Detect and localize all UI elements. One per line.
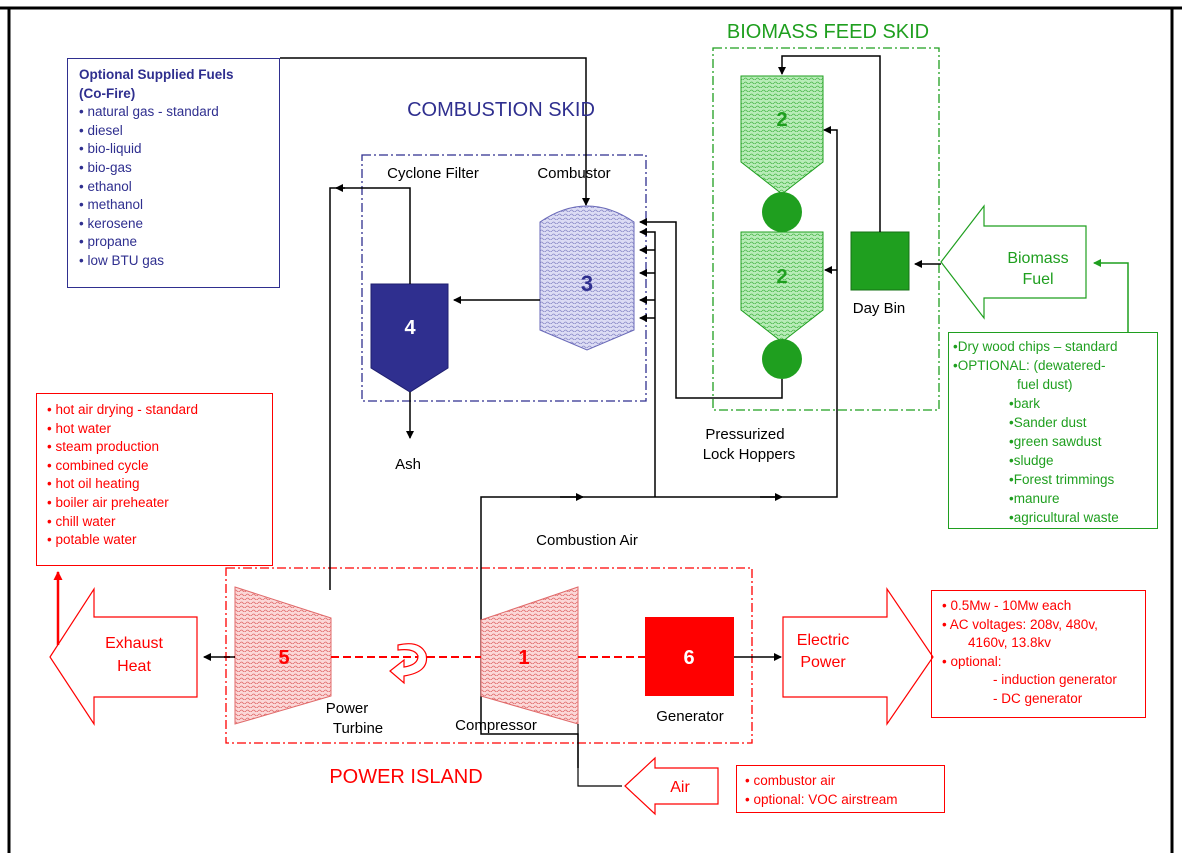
biomass-arrow-line1: Biomass — [1007, 250, 1068, 267]
fuel-item: • ethanol — [79, 178, 132, 194]
elec-spec-line: • 0.5Mw - 10Mw each — [942, 598, 1072, 613]
heat-use-item: • potable water — [47, 532, 137, 548]
exhaust-heat-arrow — [49, 586, 198, 727]
generator — [645, 617, 734, 696]
lock-hopper-lower — [740, 231, 824, 343]
elec-spec-line: 4160v, 13.8kv — [968, 635, 1052, 651]
fuel-item: • kerosene — [79, 215, 144, 231]
exhaust-arrow-line1: Exhaust — [105, 635, 163, 652]
elec-spec-line: - induction generator — [993, 672, 1117, 688]
fuels-title-line2: (Co-Fire) — [79, 85, 136, 101]
generator-number: 6 — [683, 647, 694, 669]
power-island-title: POWER ISLAND — [329, 766, 482, 788]
biomass-line: fuel dust) — [1017, 377, 1073, 392]
air-inlet-line — [577, 724, 622, 787]
biomass-line: •Dry wood chips – standard — [953, 339, 1118, 354]
rotation-symbol — [389, 643, 428, 685]
power-island-boundary — [225, 567, 753, 744]
heat-use-item: • hot water — [47, 420, 112, 436]
compressor-number: 1 — [518, 647, 529, 669]
cyclone-to-turbine-line — [329, 187, 411, 590]
cyclone-filter — [370, 283, 449, 393]
biomass-list-connector — [1093, 259, 1129, 332]
pressurized-label: Pressurized — [705, 426, 784, 443]
elec-spec-line: • optional: — [942, 653, 1002, 669]
turbine-label: Turbine — [333, 720, 383, 737]
fuel-item: • low BTU gas — [79, 252, 165, 268]
hopper-feed-line — [639, 218, 783, 399]
electric-arrow-line1: Electric — [797, 632, 849, 649]
lock-hoppers-label: Lock Hoppers — [703, 446, 796, 463]
turbine-number: 5 — [278, 647, 289, 669]
exhaust-arrow-line2: Heat — [117, 658, 151, 675]
biomass-fuel-types-box: •Dry wood chips – standard •OPTIONAL: (d… — [948, 332, 1158, 529]
combustion-air-riser — [639, 228, 656, 497]
hopper-lower-number: 2 — [776, 266, 787, 288]
air-inlet-arrow — [624, 756, 719, 816]
lock-hopper-upper — [740, 75, 824, 195]
electric-power-arrow — [782, 587, 934, 726]
combustor-number: 3 — [581, 271, 593, 296]
combustion-skid-title: COMBUSTION SKID — [407, 99, 595, 121]
air-arrow-label: Air — [670, 779, 690, 796]
page-frame — [0, 6, 1182, 853]
combustor-vessel — [539, 205, 635, 351]
electric-power-specs-box: • 0.5Mw - 10Mw each • AC voltages: 208v,… — [931, 590, 1146, 718]
heat-use-item: • chill water — [47, 513, 116, 529]
combustion-air-label: Combustion Air — [536, 532, 638, 549]
cyclone-filter-label: Cyclone Filter — [387, 165, 479, 182]
elec-spec-line: • AC voltages: 208v, 480v, — [942, 616, 1098, 632]
ash-label: Ash — [395, 456, 421, 473]
day-bin-label: Day Bin — [853, 300, 906, 317]
hopper-valve-upper — [762, 192, 802, 232]
biomass-arrow-line2: Fuel — [1022, 271, 1053, 288]
hopper-upper-number: 2 — [776, 109, 787, 131]
biomass-subitem: •bark — [1009, 396, 1040, 411]
heat-use-item: • combined cycle — [47, 457, 149, 473]
biomass-feed-skid-title: BIOMASS FEED SKID — [727, 21, 929, 43]
compressor-label: Compressor — [455, 717, 537, 734]
elec-spec-line: - DC generator — [993, 690, 1083, 706]
biomass-subitem: •Sander dust — [1009, 415, 1087, 430]
fuel-item: • natural gas - standard — [79, 104, 219, 120]
air-notes-box: • combustor air • optional: VOC airstrea… — [736, 765, 945, 813]
air-note: • optional: VOC airstream — [745, 791, 898, 807]
hopper-valve-lower — [762, 339, 802, 379]
combustion-skid-boundary — [361, 154, 647, 402]
fuels-title-line1: Optional Supplied Fuels — [79, 67, 234, 82]
cofire-fuels-box: Optional Supplied Fuels (Co-Fire) • natu… — [67, 58, 280, 288]
exhaust-heat-uses-box: • hot air drying - standard • hot water … — [36, 393, 273, 566]
biomass-subitem: •agricultural waste — [1009, 510, 1119, 525]
biomass-fuel-arrow — [940, 204, 1087, 320]
fuel-item: • bio-liquid — [79, 141, 142, 157]
cofire-fuel-line — [280, 57, 590, 206]
heat-use-item: • hot oil heating — [47, 476, 140, 492]
biomass-subitem: •manure — [1009, 491, 1060, 506]
power-label: Power — [326, 700, 369, 717]
cyclone-number: 4 — [404, 317, 416, 339]
biomass-line: •OPTIONAL: (dewatered- — [953, 358, 1106, 373]
day-bin — [850, 231, 910, 291]
day-bin-to-hopper-line — [778, 55, 881, 232]
electric-arrow-line2: Power — [800, 654, 846, 671]
heat-use-item: • hot air drying - standard — [47, 402, 199, 417]
heat-use-item: • steam production — [47, 439, 160, 455]
combustor-label: Combustor — [537, 165, 610, 182]
biomass-subitem: •Forest trimmings — [1009, 472, 1115, 487]
biomass-subitem: •sludge — [1009, 453, 1054, 468]
power-turbine — [234, 586, 332, 725]
heat-use-item: • boiler air preheater — [47, 494, 169, 510]
biomass-feed-skid-boundary — [712, 47, 940, 411]
fuel-item: • propane — [79, 234, 138, 250]
biomass-subitem: •green sawdust — [1009, 434, 1102, 449]
air-note: • combustor air — [745, 773, 836, 788]
fuel-item: • methanol — [79, 197, 144, 213]
fuel-item: • bio-gas — [79, 159, 132, 175]
generator-label: Generator — [656, 708, 724, 725]
fuel-item: • diesel — [79, 122, 123, 138]
